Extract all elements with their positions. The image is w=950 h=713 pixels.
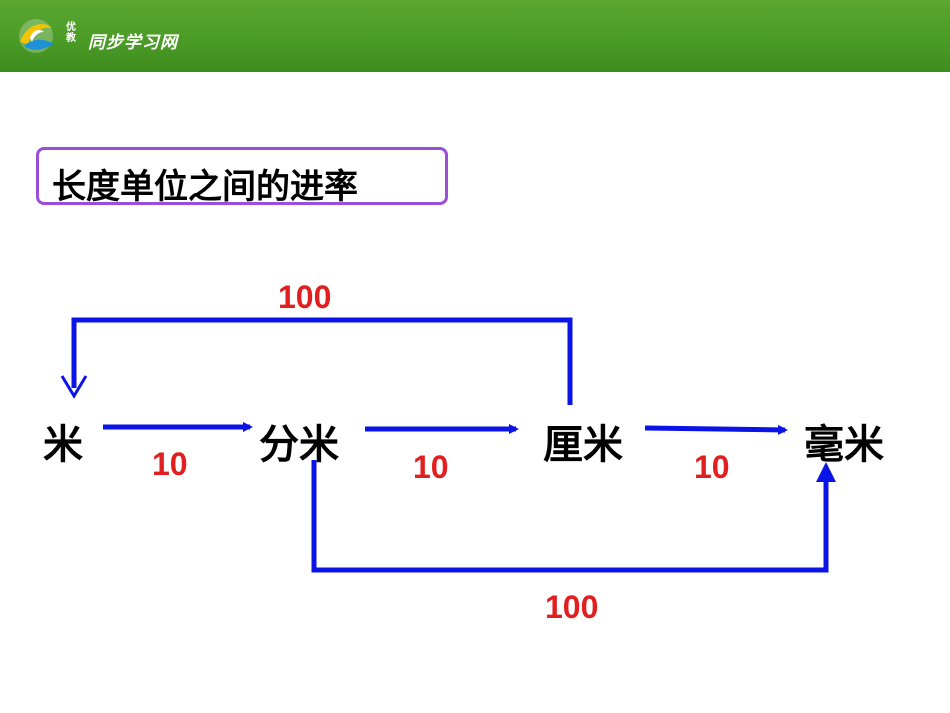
page-title: 长度单位之间的进率 [52,167,358,207]
arrow-cm-to-mm [644,424,788,435]
unit-decimeter: 分米 [259,422,339,468]
arrow-cm-to-m-head [60,375,88,399]
arrow-dm-to-mm [311,460,829,573]
unit-centimeter: 厘米 [543,422,623,468]
brand-name: 同步学习网 [88,33,178,53]
rate-m-to-dm: 10 [152,446,188,482]
rate-dm-to-mm: 100 [545,589,599,625]
arrow-dm-to-mm-head [816,462,836,482]
leaf-swirl-logo-icon [19,19,54,53]
brand-small-line: 优 [66,22,76,33]
arrow-cm-to-m [71,317,573,405]
unit-millimeter: 毫米 [804,422,884,468]
rate-cm-to-mm: 10 [694,449,730,485]
rate-cm-to-m: 100 [278,279,332,315]
unit-meter: 米 [43,422,83,468]
header-bar: 优 教 同步学习网 [0,0,950,72]
rate-dm-to-cm: 10 [413,449,449,485]
title-box [36,147,448,205]
brand-small-text: 优 教 [66,22,76,44]
brand-small-line: 教 [66,33,76,44]
